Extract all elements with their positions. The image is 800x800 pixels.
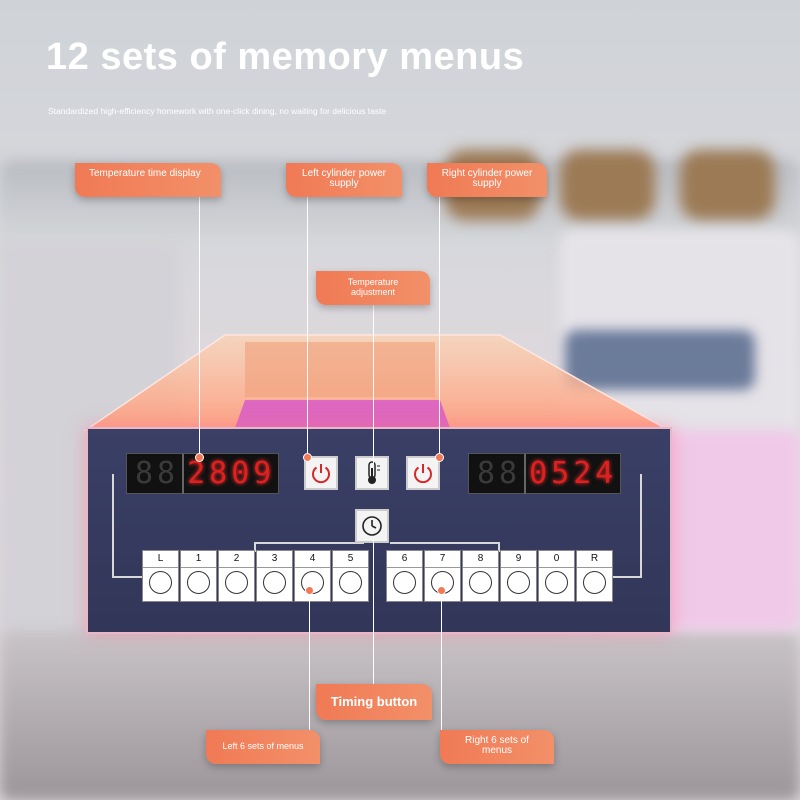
display-lit-digits: 0524 xyxy=(529,456,618,491)
circle-button-icon xyxy=(583,571,606,594)
callout-dot xyxy=(303,453,312,462)
callout-leader xyxy=(441,590,442,732)
panel-wire xyxy=(640,474,642,577)
callout-timing-button: Timing button xyxy=(316,684,432,720)
panel-wire xyxy=(498,542,500,552)
right-power-button[interactable] xyxy=(406,456,440,490)
key-label: 9 xyxy=(501,551,536,568)
menu-key-L[interactable]: L xyxy=(142,550,179,602)
circle-button-icon xyxy=(225,571,248,594)
page-subtitle: Standardized high-efficiency homework wi… xyxy=(48,106,387,116)
temperature-adjust-button[interactable] xyxy=(355,456,389,490)
callout-leader xyxy=(307,195,308,457)
callout-temperature-adjustment: Temperature adjustment xyxy=(316,271,430,305)
panel-wire xyxy=(254,542,364,544)
menu-key-0[interactable]: 0 xyxy=(538,550,575,602)
menu-key-2[interactable]: 2 xyxy=(218,550,255,602)
callout-leader xyxy=(373,305,374,465)
callout-leader xyxy=(309,590,310,732)
power-icon xyxy=(414,464,432,484)
menu-key-4[interactable]: 4 xyxy=(294,550,331,602)
clock-icon xyxy=(362,516,382,536)
callout-dot xyxy=(437,586,446,595)
panel-wire xyxy=(112,474,114,577)
display-lit-digits: 2809 xyxy=(187,456,276,491)
callout-left-menus: Left 6 sets of menus xyxy=(206,730,320,764)
callout-dot xyxy=(195,453,204,462)
key-label: 0 xyxy=(539,551,574,568)
display-separator xyxy=(524,453,527,494)
menu-key-5[interactable]: 5 xyxy=(332,550,369,602)
circle-button-icon xyxy=(545,571,568,594)
callout-right-cylinder-power: Right cylinder power supply xyxy=(427,163,547,197)
callout-leader xyxy=(439,197,440,457)
fryer-basket xyxy=(560,150,655,220)
circle-button-icon xyxy=(469,571,492,594)
circle-button-icon xyxy=(187,571,210,594)
menu-key-3[interactable]: 3 xyxy=(256,550,293,602)
menu-key-1[interactable]: 1 xyxy=(180,550,217,602)
panel-wire xyxy=(254,542,256,552)
callout-leader xyxy=(199,197,200,456)
key-label: 3 xyxy=(257,551,292,568)
left-power-button[interactable] xyxy=(304,456,338,490)
page-title: 12 sets of memory menus xyxy=(46,36,525,78)
circle-button-icon xyxy=(393,571,416,594)
key-label: R xyxy=(577,551,612,568)
callout-right-menus: Right 6 sets of menus xyxy=(440,730,554,764)
key-label: 4 xyxy=(295,551,330,568)
key-label: 1 xyxy=(181,551,216,568)
key-label: 7 xyxy=(425,551,460,568)
callout-leader xyxy=(373,540,374,685)
display-dim-digits: 88 xyxy=(477,456,522,491)
timing-button[interactable] xyxy=(355,509,389,543)
circle-button-icon xyxy=(507,571,530,594)
circle-button-icon xyxy=(263,571,286,594)
fryer-basket xyxy=(680,150,775,220)
panel-wire xyxy=(112,576,144,578)
menu-key-8[interactable]: 8 xyxy=(462,550,499,602)
panel-wire xyxy=(390,542,500,544)
display-separator xyxy=(182,453,185,494)
key-label: 6 xyxy=(387,551,422,568)
power-icon xyxy=(312,464,330,484)
circle-button-icon xyxy=(339,571,362,594)
menu-key-R[interactable]: R xyxy=(576,550,613,602)
key-label: 8 xyxy=(463,551,498,568)
left-menu-keys: L 1 2 3 4 5 xyxy=(142,550,370,602)
key-label: L xyxy=(143,551,178,568)
display-dim-digits: 88 xyxy=(135,456,180,491)
callout-dot xyxy=(305,586,314,595)
circle-button-icon xyxy=(149,571,172,594)
menu-key-9[interactable]: 9 xyxy=(500,550,537,602)
key-label: 2 xyxy=(219,551,254,568)
key-label: 5 xyxy=(333,551,368,568)
right-menu-keys: 6 7 8 9 0 R xyxy=(386,550,614,602)
callout-temperature-time-display: Temperature time display xyxy=(75,163,221,197)
menu-key-6[interactable]: 6 xyxy=(386,550,423,602)
appliance-plate xyxy=(565,330,755,390)
thermometer-icon xyxy=(368,461,380,484)
panel-wire xyxy=(612,576,642,578)
callout-dot xyxy=(435,453,444,462)
callout-left-cylinder-power: Left cylinder power supply xyxy=(286,163,402,197)
